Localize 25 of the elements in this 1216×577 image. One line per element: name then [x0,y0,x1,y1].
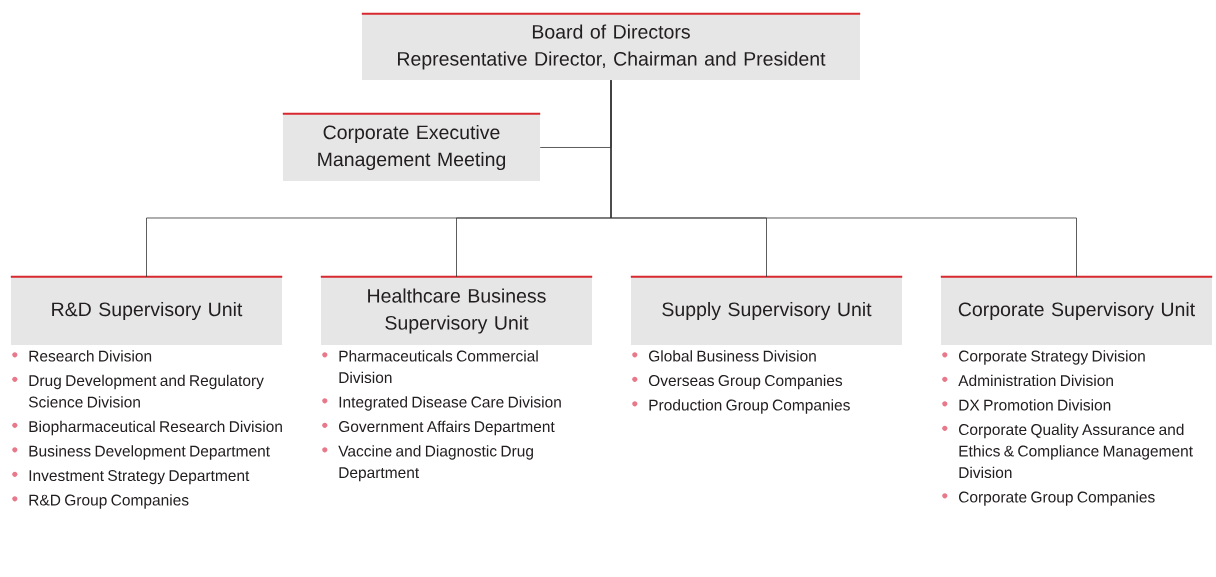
list-item: Government Affairs Department [322,420,555,436]
list-item: Pharmaceuticals Commercial Division [322,350,538,384]
unit-box: Supply Supervisory Unit [629,275,904,345]
unit-box: R&D Supervisory Unit [9,275,284,345]
list-item: R&D Group Companies [12,494,189,509]
list-item: Administration Division [942,374,1113,387]
list-item: Global Business Division [632,350,816,362]
list-item: Overseas Group Companies [632,374,843,390]
unit-box: Corporate Executive Management Meeting [281,112,542,181]
list-item: DX Promotion Division [942,399,1111,411]
list-item: Drug Development and Regulatory Science Division [12,374,264,408]
list-item: Integrated Disease Care Division [322,396,561,411]
list-item: Business Development Department [12,445,270,460]
list-item: Corporate Group Companies [942,491,1155,506]
list-item: Corporate Strategy Division [942,350,1145,365]
list-item: Corporate Quality Assurance and Ethics & Compliance Management Division [942,423,1193,479]
list-item: Vaccine and Diagnostic Drug Department [322,445,533,482]
unit-box: Corporate Supervisory Unit [939,275,1214,345]
unit-box: Board of Directors Representative Director, Chairman and President [360,12,862,80]
list-item: Biopharmaceutical Research Division [12,420,282,436]
list-item: Production Group Companies [632,399,850,414]
connector-line [610,79,1077,278]
unit-box: Healthcare Business Supervisory Unit [319,275,594,345]
list-item: Investment Strategy Department [12,470,250,485]
list-item: Research Division [12,350,152,362]
